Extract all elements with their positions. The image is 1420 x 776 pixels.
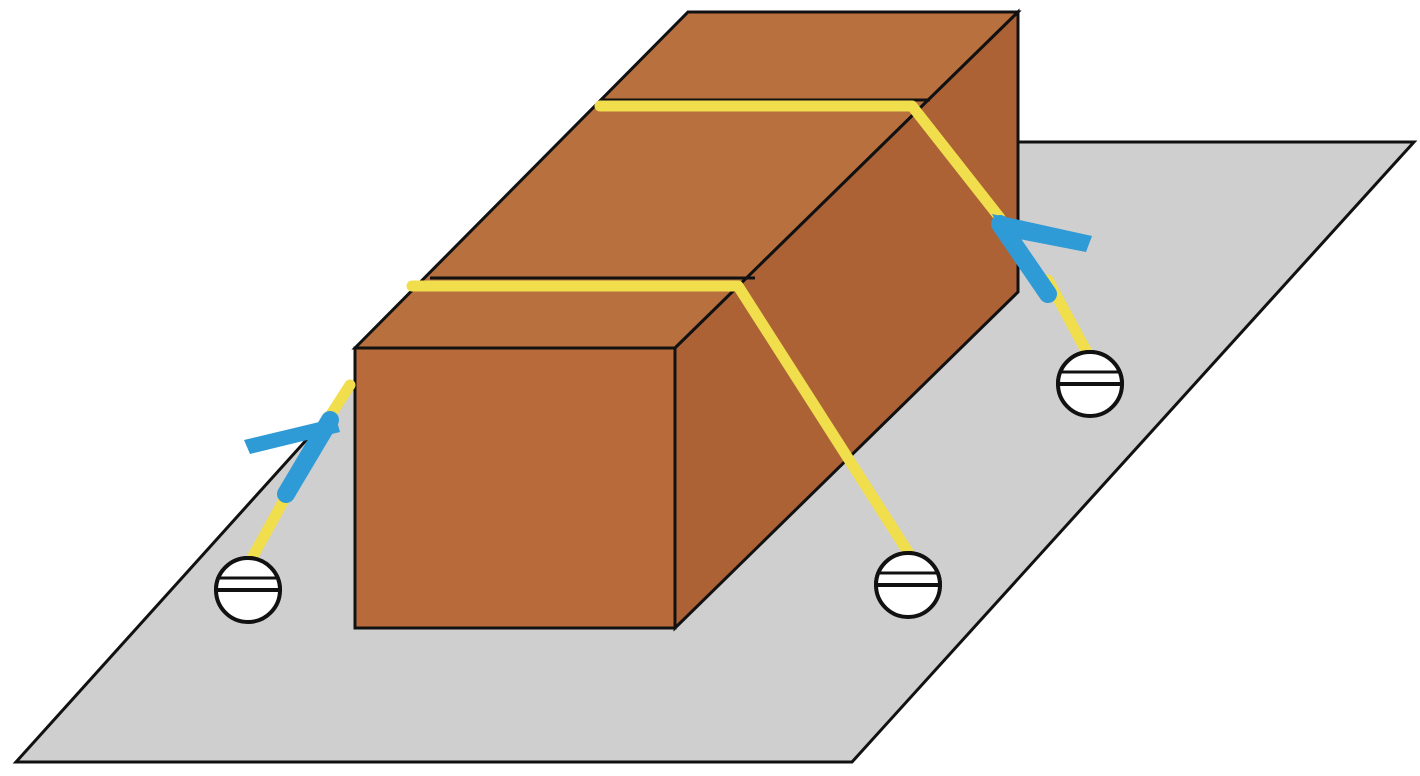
ratchet-tensioner-icon <box>991 214 1092 303</box>
lashing-strap-rear <box>594 100 1096 364</box>
cargo-box <box>351 8 1022 632</box>
ratchet-tensioner-icon <box>244 411 340 503</box>
anchor-ring-front-right <box>873 551 943 619</box>
anchor-ring-front-left <box>213 556 283 624</box>
lashing-strap-front <box>244 280 914 564</box>
anchor-ring-rear-right <box>1055 350 1125 418</box>
box-front-face <box>353 346 677 630</box>
